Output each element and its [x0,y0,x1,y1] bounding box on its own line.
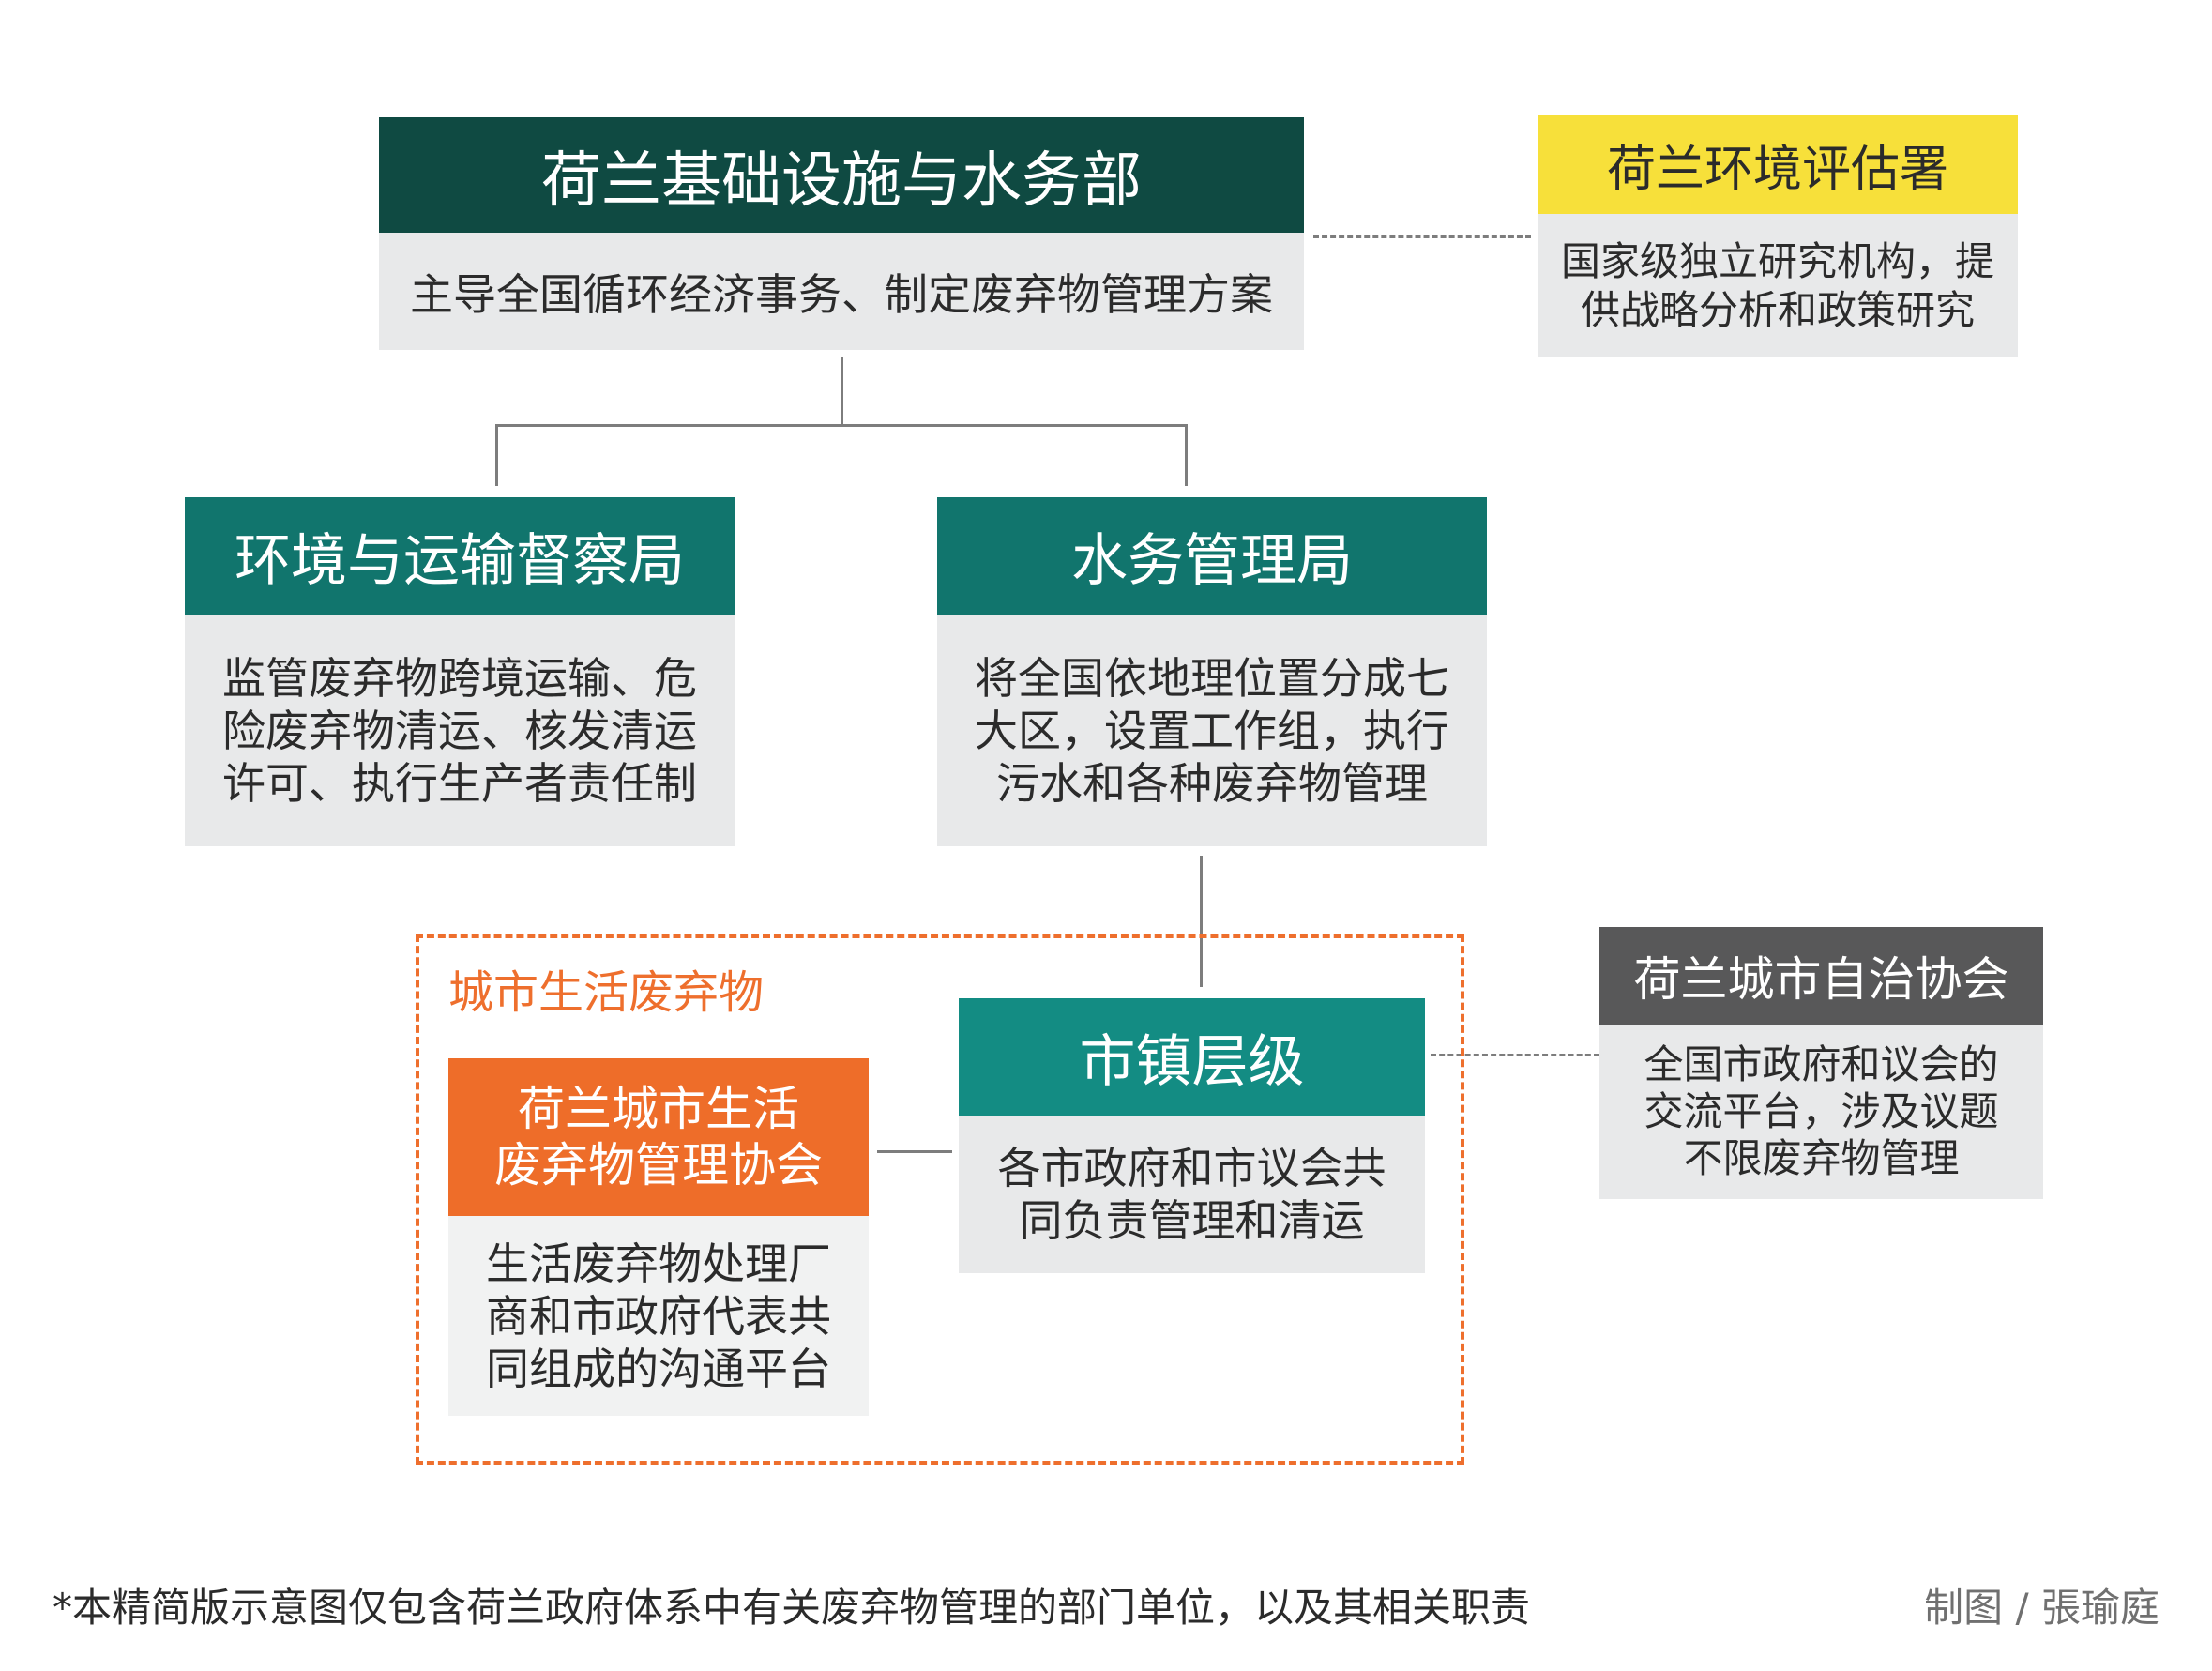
waste-association-desc: 生活废弃物处理厂 商和市政府代表共 同组成的沟通平台 [448,1216,869,1416]
municipal-level-box: 市镇层级 各市政府和市议会共 同负责管理和清运 [959,998,1425,1273]
dashed-link-ministry-assessment [1313,235,1531,238]
connector-to-water-authority [1185,424,1188,486]
inspectorate-desc: 监管废弃物跨境运输、危 险废弃物清运、核发清运 许可、执行生产者责任制 [185,615,735,846]
assessment-agency-box: 荷兰环境评估署 国家级独立研究机构，提 供战略分析和政策研究 [1538,115,2018,357]
footnote: *本精简版示意图仅包含荷兰政府体系中有关废弃物管理的部门单位，以及其相关职责 [53,1585,1531,1631]
ministry-box: 荷兰基础设施与水务部 主导全国循环经济事务、制定废弃物管理方案 [379,117,1304,350]
municipalities-association-desc: 全国市政府和议会的 交流平台，涉及议题 不限废弃物管理 [1599,1025,2043,1199]
municipal-level-desc: 各市政府和市议会共 同负责管理和清运 [959,1116,1425,1273]
waste-association-title: 荷兰城市生活 废弃物管理协会 [448,1058,869,1216]
municipal-waste-region-label: 城市生活废弃物 [448,966,765,1019]
connector-ministry-down [841,357,843,426]
inspectorate-title: 环境与运输督察局 [185,497,735,615]
municipal-level-title: 市镇层级 [959,998,1425,1116]
water-authority-desc: 将全国依地理位置分成七 大区，设置工作组，执行 污水和各种废弃物管理 [937,615,1487,846]
water-authority-title: 水务管理局 [937,497,1487,615]
municipal-waste-region [416,934,1464,1465]
municipalities-association-box: 荷兰城市自治协会 全国市政府和议会的 交流平台，涉及议题 不限废弃物管理 [1599,927,2043,1199]
municipalities-association-title: 荷兰城市自治协会 [1599,927,2043,1025]
credit: 制图 / 張瑜庭 [1924,1585,2159,1631]
connector-branch-horizontal [495,424,1188,427]
inspectorate-box: 环境与运输督察局 监管废弃物跨境运输、危 险废弃物清运、核发清运 许可、执行生产… [185,497,735,846]
assessment-agency-title: 荷兰环境评估署 [1538,115,2018,214]
ministry-title: 荷兰基础设施与水务部 [379,117,1304,233]
ministry-desc: 主导全国循环经济事务、制定废弃物管理方案 [379,233,1304,350]
assessment-agency-desc: 国家级独立研究机构，提 供战略分析和政策研究 [1538,214,2018,357]
waste-association-box: 荷兰城市生活 废弃物管理协会 生活废弃物处理厂 商和市政府代表共 同组成的沟通平… [448,1058,869,1416]
connector-to-inspectorate [495,424,498,486]
dashed-link-municipal-vng [1431,1054,1599,1056]
connector-water-to-municipal [1200,856,1203,987]
water-authority-box: 水务管理局 将全国依地理位置分成七 大区，设置工作组，执行 污水和各种废弃物管理 [937,497,1487,846]
connector-municipal-to-association [877,1150,952,1153]
